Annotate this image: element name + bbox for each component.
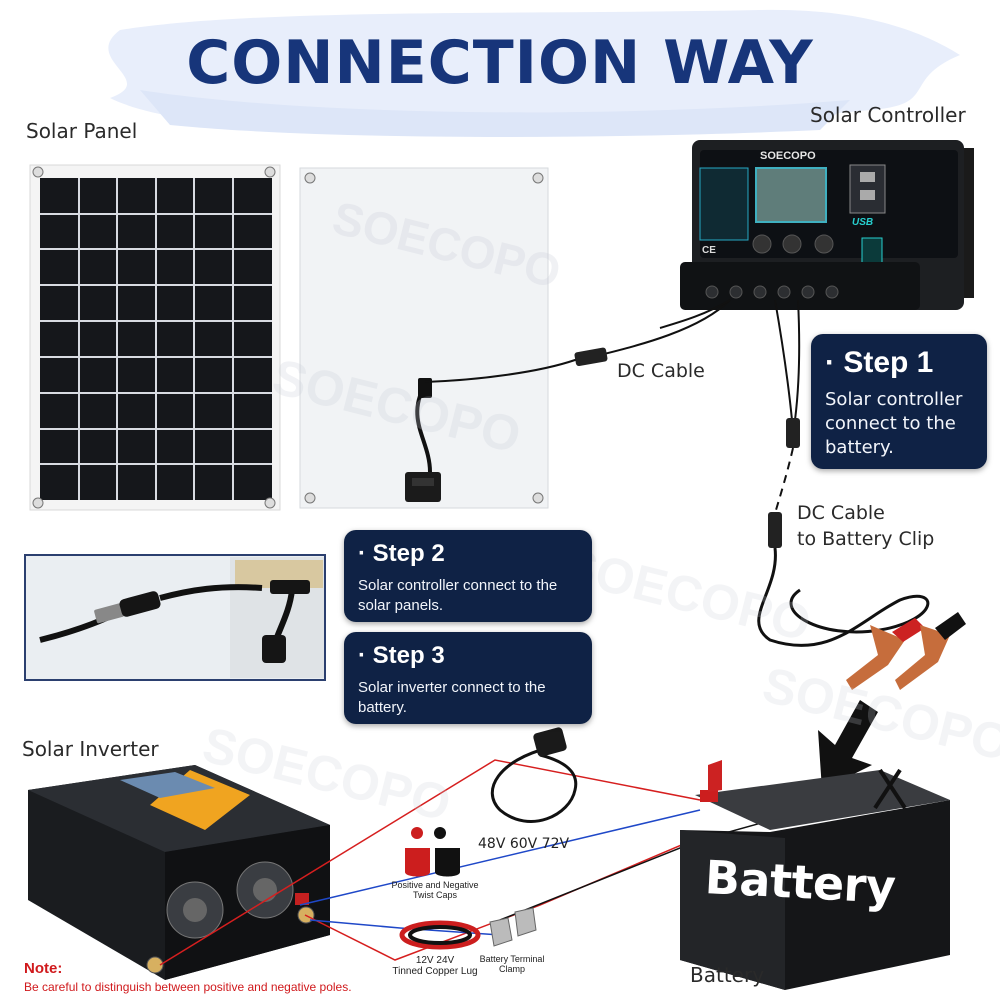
twist-caps (405, 827, 460, 877)
watermark-5: SOECOPO (757, 656, 1000, 772)
step-3-heading: · Step 3 (358, 642, 445, 669)
step-2-heading: · Step 2 (358, 540, 445, 567)
step-1-text: Solar controller connect to the battery. (825, 389, 963, 458)
controller-ce-mark: CE (702, 245, 716, 256)
battery-device (680, 760, 950, 990)
solar-inverter-label: Solar Inverter (22, 737, 159, 761)
controller-brand: SOECOPO (760, 150, 816, 162)
page-title: CONNECTION WAY (186, 28, 814, 98)
dc-cable-controller-to-clip (774, 299, 801, 421)
terminal-clamp-line2: Clamp (498, 964, 525, 974)
copper-lug-label: 12V 24V Tinned Copper Lug (385, 955, 485, 977)
note-text: Be careful to distinguish between positi… (24, 980, 352, 994)
tinned-copper-lug-cable (399, 920, 481, 950)
arrow-to-battery-icon (818, 700, 878, 790)
battery-terminal-clamp (489, 907, 537, 947)
dc-cable-label: DC Cable (617, 360, 705, 382)
solar-controller-device (680, 140, 974, 310)
solar-inverter-device (28, 765, 330, 980)
ac-plug-cable (490, 727, 578, 823)
twist-caps-line2: Twist Caps (412, 890, 457, 900)
step-2-text: Solar controller connect to the solar pa… (358, 577, 558, 614)
wire-blue-long (299, 809, 701, 906)
solar-controller-label: Solar Controller (810, 103, 966, 127)
copper-lug-line1: 12V 24V (415, 955, 455, 966)
terminal-clamp-label: Battery Terminal Clamp (470, 954, 554, 974)
cable-photo-inset (24, 554, 326, 681)
dc-cable-battery-clip-label: DC Cable to Battery Clip (797, 500, 934, 552)
step-2-card: · Step 2 Solar controller connect to the… (344, 530, 592, 622)
battery-clip-cable-coil (757, 547, 930, 647)
twist-caps-line1: Positive and Negative (391, 880, 479, 890)
dc-cable-battery-clip-line2: to Battery Clip (797, 528, 935, 550)
wire-red-long (159, 759, 701, 966)
title-brush-splash-2 (140, 90, 850, 137)
note-heading: Note: (24, 960, 63, 977)
battery-label: Battery (690, 963, 765, 987)
terminal-clamp-line1: Battery Terminal (479, 954, 545, 964)
copper-lug-line2: Tinned Copper Lug (392, 966, 478, 977)
step-3-card: · Step 3 Solar inverter connect to the b… (344, 632, 592, 724)
solar-panel-back (299, 167, 549, 509)
controller-usb-label: USB (852, 217, 874, 228)
voltage-label: 48V 60V 72V (478, 836, 570, 852)
battery-front-text: Battery (703, 850, 897, 914)
twist-caps-label: Positive and Negative Twist Caps (385, 880, 485, 900)
step-1-heading: · Step 1 (825, 346, 934, 379)
solar-panel-black (29, 164, 281, 511)
solar-panel-label: Solar Panel (26, 119, 138, 143)
dc-cable-battery-clip-line1: DC Cable (797, 502, 885, 524)
battery-clip-black (895, 612, 966, 690)
watermark-3: SOECOPO (557, 536, 816, 652)
step-1-card: · Step 1 Solar controller connect to the… (811, 334, 987, 469)
battery-clip-red (846, 618, 925, 690)
title-brush-splash (108, 9, 960, 125)
step-3-text: Solar inverter connect to the battery. (358, 679, 546, 716)
